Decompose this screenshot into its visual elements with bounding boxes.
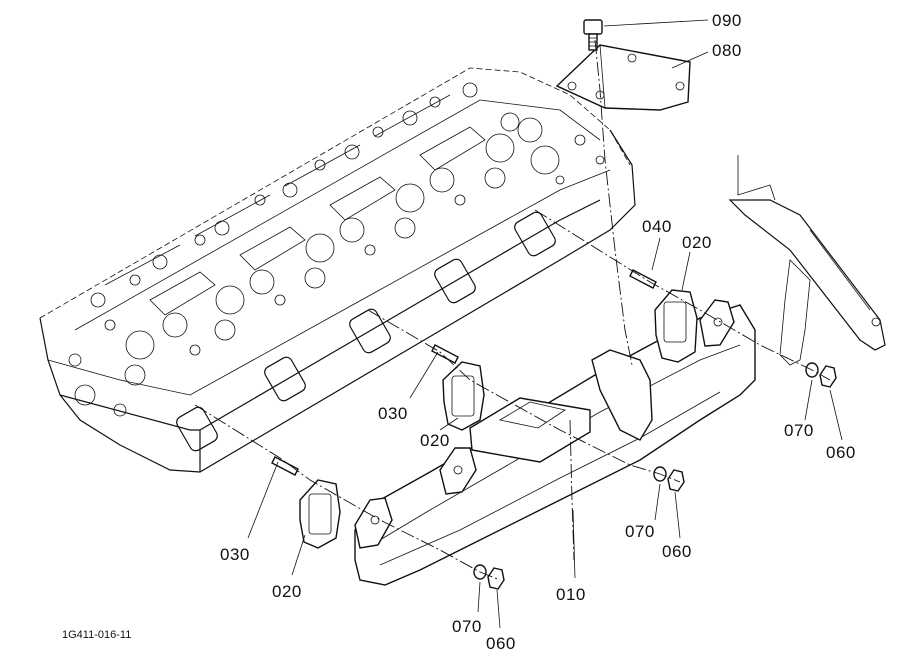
callout-070-lower: 070 bbox=[452, 617, 482, 636]
bracket-080 bbox=[555, 44, 691, 111]
callout-010: 010 bbox=[556, 585, 586, 604]
callout-060-upper: 060 bbox=[826, 443, 856, 462]
callout-030-lower: 030 bbox=[220, 545, 250, 564]
drawing-code: 1G411-016-11 bbox=[62, 629, 131, 641]
exhaust-manifold-010 bbox=[354, 299, 756, 586]
heat-shield-bracket bbox=[728, 155, 886, 366]
gasket-020-upper bbox=[654, 289, 698, 363]
assembly-lines bbox=[194, 39, 831, 581]
washer-nut-upper bbox=[805, 362, 837, 388]
stud-030-upper bbox=[431, 344, 459, 364]
callout-070-upper: 070 bbox=[784, 421, 814, 440]
callout-080: 080 bbox=[712, 41, 742, 60]
callout-040: 040 bbox=[642, 217, 672, 236]
callout-090: 090 bbox=[712, 11, 742, 30]
washer-nut-middle bbox=[653, 466, 685, 492]
gasket-020-lower bbox=[299, 479, 341, 549]
bolt-090 bbox=[583, 19, 603, 51]
gasket-020-middle bbox=[442, 361, 485, 431]
washer-nut-lower bbox=[473, 564, 505, 590]
cylinder-head bbox=[39, 67, 636, 473]
callout-030-upper: 030 bbox=[378, 404, 408, 423]
callout-060-lower: 060 bbox=[486, 634, 516, 653]
leader-lines bbox=[247, 19, 843, 629]
stud-040 bbox=[629, 269, 657, 289]
callout-020-upper: 020 bbox=[682, 233, 712, 252]
callout-070-middle: 070 bbox=[625, 522, 655, 541]
callout-labels: 090 080 040 020 030 020 030 020 070 060 … bbox=[220, 11, 856, 653]
callout-060-middle: 060 bbox=[662, 542, 692, 561]
callout-020-lower: 020 bbox=[272, 582, 302, 601]
callout-020-middle: 020 bbox=[420, 431, 450, 450]
stud-030-lower bbox=[271, 456, 299, 476]
